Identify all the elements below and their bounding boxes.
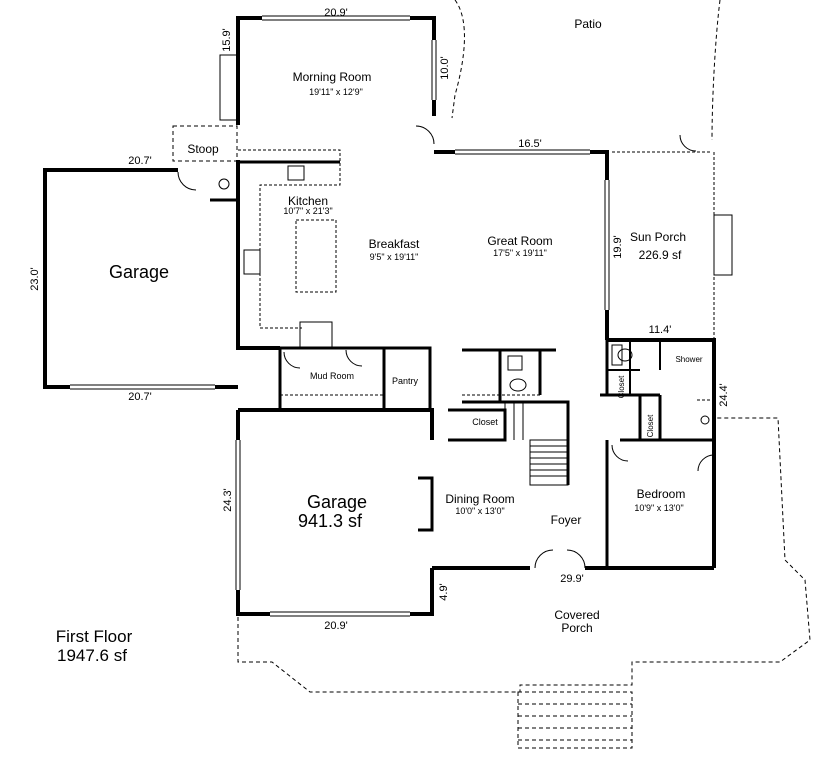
porch-steps (518, 703, 632, 741)
labels: Patio Morning Room 19'11" x 12'9" Stoop … (56, 17, 703, 665)
dim-right-morning: 10.0' (439, 56, 451, 80)
dim-garage-main-side: 24.3' (222, 488, 234, 512)
sun-porch-label: Sun Porch (630, 230, 686, 244)
dim-bath-side: 24.4' (718, 383, 730, 407)
dim-left-morning: 15.9' (221, 28, 233, 52)
interior-walls (210, 160, 714, 568)
closet-small-2-label: Closet (646, 414, 655, 437)
dim-great-room-top: 16.5' (518, 138, 542, 150)
breakfast-size: 9'5" x 19'11" (370, 252, 419, 262)
great-room-size: 17'5" x 19'11" (493, 248, 547, 258)
pantry-label: Pantry (392, 376, 419, 386)
dim-garage-left-side: 23.0' (29, 267, 41, 291)
floor-area: 1947.6 sf (57, 646, 127, 665)
bedroom-size: 10'9" x 13'0" (634, 503, 683, 513)
dining-room-size: 10'0" x 13'0" (455, 506, 504, 516)
door-swings (177, 125, 715, 569)
dim-sun-porch-side: 19.9' (612, 235, 624, 259)
dining-room-label: Dining Room (445, 492, 514, 506)
dim-garage-main-bottom: 20.9' (324, 620, 348, 632)
morning-room-label: Morning Room (293, 70, 372, 84)
covered-porch-line2: Porch (561, 621, 592, 635)
dim-front-offset: 4.9' (438, 583, 450, 600)
dim-garage-left-bottom: 20.7' (128, 391, 152, 403)
breakfast-label: Breakfast (369, 237, 420, 251)
dim-top-morning: 20.9' (324, 7, 348, 19)
staircase (504, 402, 569, 486)
great-room-label: Great Room (487, 234, 552, 248)
garage-main-label: Garage (307, 492, 367, 512)
covered-porch-line1: Covered (554, 608, 599, 622)
patio-label: Patio (574, 17, 602, 31)
kitchen-size: 10'7" x 21'3" (283, 206, 332, 216)
counters-and-fixtures (218, 54, 733, 440)
outdoor-outlines (172, 0, 811, 749)
sun-porch-area: 226.9 sf (639, 248, 682, 262)
shower-label: Shower (675, 355, 702, 364)
dim-front-width: 29.9' (560, 573, 584, 585)
exterior-walls (43, 16, 716, 616)
garage-left-label: Garage (109, 262, 169, 282)
closet-small-1-label: Closet (617, 375, 626, 398)
dim-garage-left-top: 20.7' (128, 155, 152, 167)
bedroom-label: Bedroom (637, 487, 686, 501)
morning-room-size: 19'11" x 12'9" (309, 87, 363, 97)
floor-title: First Floor (56, 627, 133, 646)
kitchen-label: Kitchen (288, 194, 328, 208)
foyer-label: Foyer (551, 513, 582, 527)
stoop-label: Stoop (187, 142, 219, 156)
mud-room-label: Mud Room (310, 371, 354, 381)
garage-main-area: 941.3 sf (298, 511, 363, 531)
dimension-labels: 20.9' 15.9' 10.0' 16.5' 20.7' 23.0' 20.7… (29, 7, 730, 632)
closet-hall-label: Closet (472, 417, 498, 427)
window-frames (70, 15, 715, 617)
dim-sun-porch-bottom: 11.4' (649, 324, 672, 336)
